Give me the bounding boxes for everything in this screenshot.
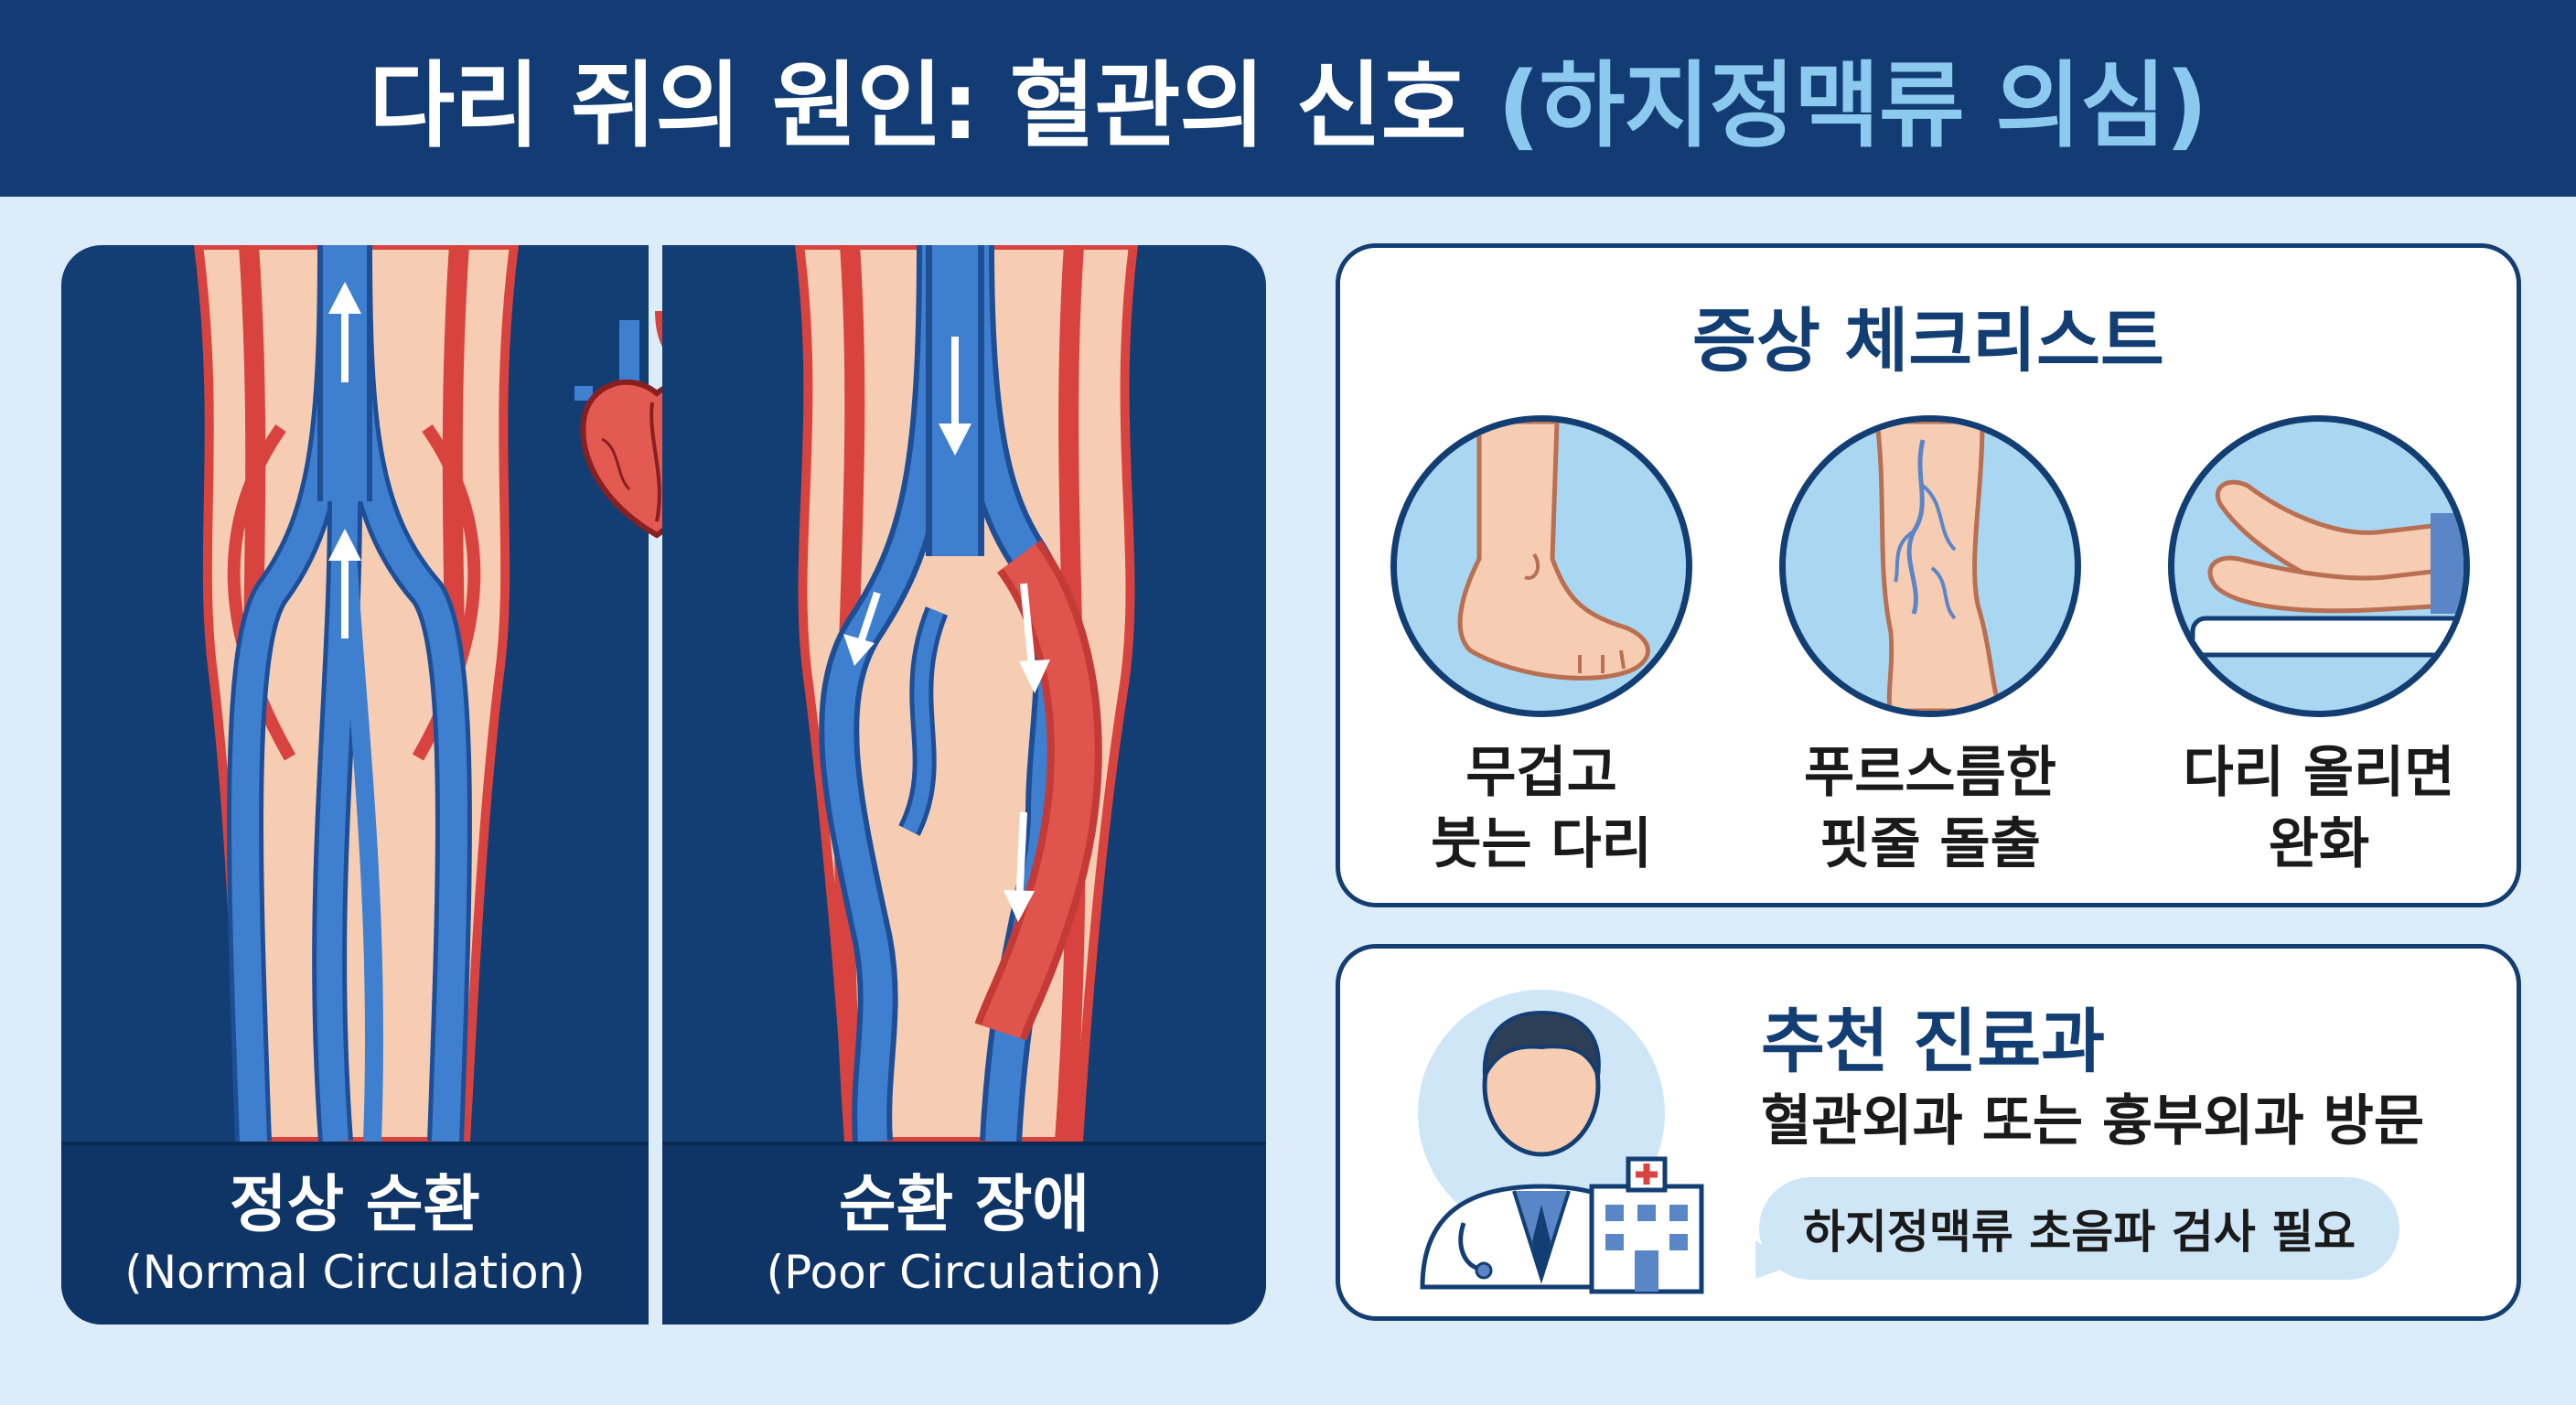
varicose-leg-icon <box>1779 415 2081 717</box>
recommended-clinic-card: 추천 진료과 혈관외과 또는 흉부외과 방문 하지정맥류 초음파 검사 필요 <box>1336 944 2521 1321</box>
header-banner: 다리 쥐의 원인: 혈관의 신호 (하지정맥류 의심) <box>0 0 2576 197</box>
doctor-icon <box>1418 990 1704 1294</box>
symptom-label-swollen: 무겁고 붓는 다리 <box>1431 741 1652 876</box>
poor-circulation-panel: 순환 장애 (Poor Circulation) <box>662 245 1266 1325</box>
normal-label-en: (Normal Circulation) <box>124 1246 585 1299</box>
title-accent: (하지정맥류 의심) <box>1497 52 2208 161</box>
poor-label-en: (Poor Circulation) <box>766 1246 1163 1299</box>
clinic-subtitle: 혈관외과 또는 흉부외과 방문 <box>1761 1089 2425 1153</box>
normal-caption: 정상 순환 (Normal Circulation) <box>61 1142 649 1325</box>
swollen-foot-icon <box>1390 415 1692 717</box>
page-title: 다리 쥐의 원인: 혈관의 신호 (하지정맥류 의심) <box>369 31 2208 166</box>
raised-legs-icon <box>2168 415 2470 717</box>
symptom-item-raised: 다리 올리면 완화 <box>2168 415 2470 880</box>
symptom-checklist-card: 증상 체크리스트 무겁고 붓는 다리 푸르스름한 핏줄 돌출 <box>1336 243 2521 907</box>
symptom-label-varicose: 푸르스름한 핏줄 돌출 <box>1804 741 2056 876</box>
normal-circulation-panel: 정상 순환 (Normal Circulation) <box>61 245 649 1325</box>
varicose-leg-illustration <box>794 245 1139 1142</box>
symptom-item-varicose: 푸르스름한 핏줄 돌출 <box>1779 415 2081 880</box>
title-main: 다리 쥐의 원인: 혈관의 신호 <box>369 52 1497 161</box>
clinic-title: 추천 진료과 <box>1761 1001 2106 1082</box>
checklist-title: 증상 체크리스트 <box>1692 300 2164 381</box>
poor-caption: 순환 장애 (Poor Circulation) <box>662 1142 1266 1325</box>
ultrasound-note-bubble: 하지정맥류 초음파 검사 필요 <box>1759 1177 2399 1280</box>
normal-leg-illustration <box>193 245 520 1142</box>
symptom-item-swollen: 무겁고 붓는 다리 <box>1390 415 1692 880</box>
normal-label-ko: 정상 순환 <box>230 1169 480 1241</box>
symptom-label-raised: 다리 올리면 완화 <box>2183 741 2455 876</box>
poor-label-ko: 순환 장애 <box>839 1169 1089 1241</box>
